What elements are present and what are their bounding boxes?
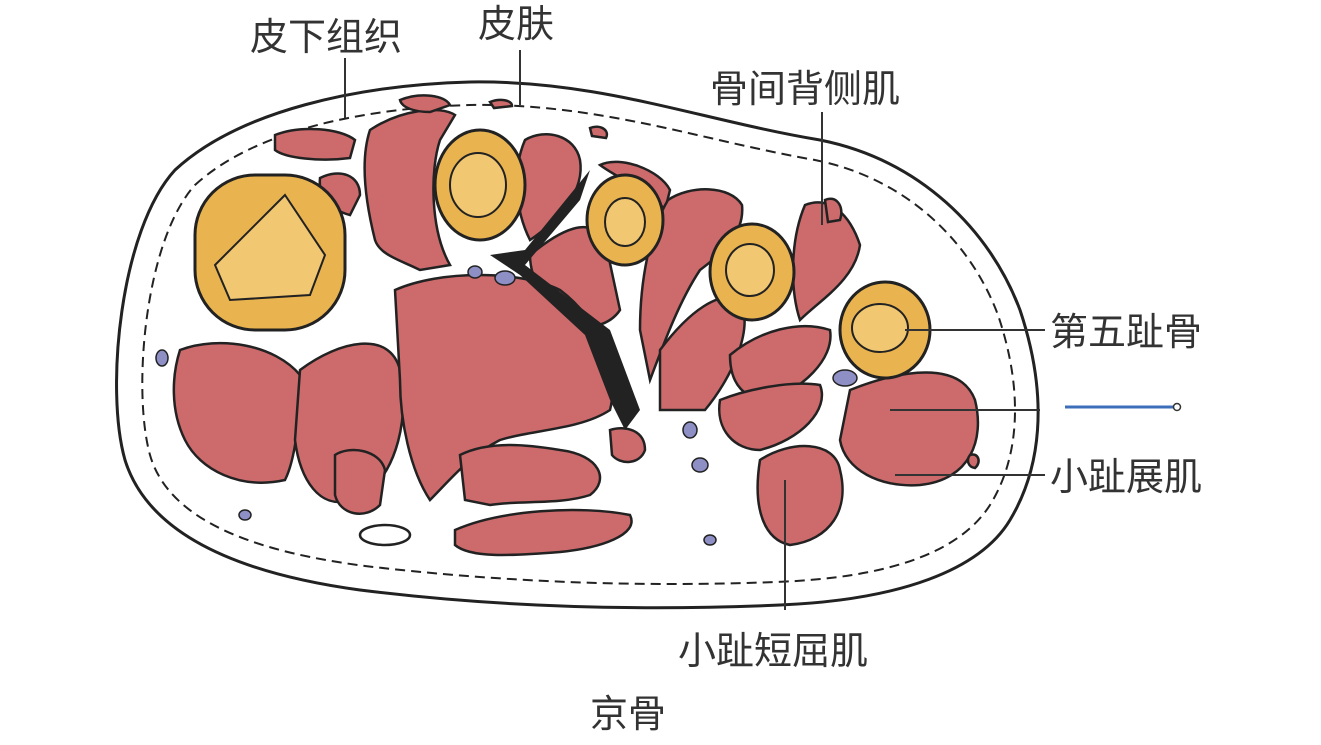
label-dorsal-interossei: 骨间背侧肌: [710, 67, 901, 111]
vessels: [155, 265, 858, 546]
plantar-septum: [490, 170, 640, 430]
label-abductor-digiti-minimi: 小趾展肌: [1050, 455, 1203, 499]
label-skin: 皮肤: [478, 2, 555, 46]
skin-inner-line: [141, 103, 1016, 586]
label-subcutaneous-tissue: 皮下组织: [250, 15, 403, 59]
label-fifth-metatarsal: 第五趾骨: [1050, 310, 1203, 354]
muscles: [172, 94, 980, 557]
label-flexor-digiti-minimi-brevis: 小趾短屈肌: [678, 629, 869, 673]
leader-lines: [344, 50, 1045, 610]
caption: 京骨: [590, 692, 667, 736]
bones: [193, 128, 932, 380]
pointer-end: [1172, 402, 1182, 412]
